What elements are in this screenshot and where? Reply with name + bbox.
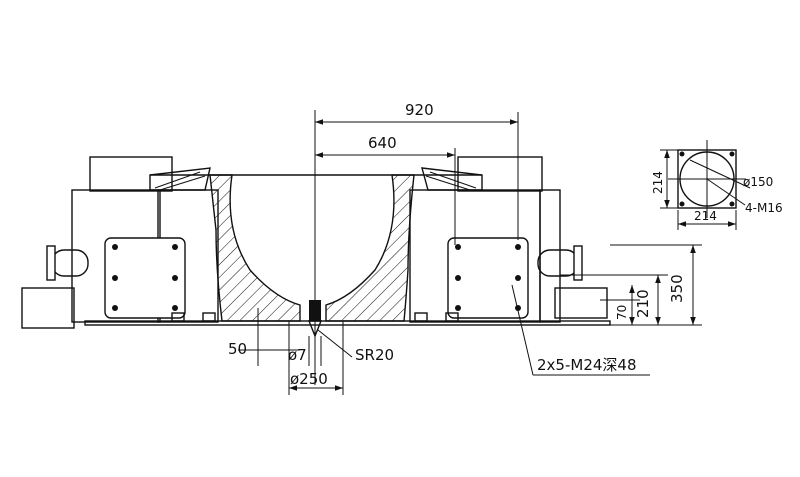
left-bolt-plate: [104, 237, 186, 319]
dim-70-label: 70: [615, 305, 629, 320]
dim-920-label: 920: [405, 101, 434, 119]
dim-70: 70: [600, 285, 640, 325]
dim-350-label: 350: [668, 274, 686, 303]
right-pipe: [537, 249, 579, 277]
right-housing: [539, 189, 561, 323]
bowl-left-wall: [209, 174, 301, 322]
left-pipe: [51, 249, 89, 277]
dim-50: 50: [228, 308, 300, 366]
dim-phi250-label: ø250: [290, 370, 328, 388]
bowl-section: [209, 174, 415, 338]
detail-214-vertical-label: 214: [651, 171, 665, 194]
dim-640: 640: [315, 134, 456, 245]
left-foot-block: [21, 287, 75, 329]
right-top-box: [457, 156, 543, 192]
left-pipe-flange: [46, 245, 56, 281]
bolt-callout: 2x5-M24深48: [511, 284, 650, 376]
dim-50-label: 50: [228, 340, 247, 358]
dim-sr20-label: SR20: [355, 346, 394, 364]
right-pipe-flange: [573, 245, 583, 281]
bolt-callout-label: 2x5-M24深48: [537, 356, 637, 374]
right-top-wedge: [421, 167, 483, 191]
dim-phi7: ø7: [288, 336, 322, 366]
dim-sr20: SR20: [317, 329, 394, 364]
dim-210: 210: [560, 274, 668, 325]
machine-body: [21, 156, 611, 329]
left-top-box: [89, 156, 173, 192]
dim-640-label: 640: [368, 134, 397, 152]
left-top-wedge: [149, 167, 211, 191]
flange-detail: 214 214 ø150 4-M16: [651, 140, 783, 230]
dim-210-label: 210: [634, 289, 652, 318]
dim-920: 920: [315, 101, 519, 240]
base-studs: [171, 312, 459, 322]
bowl-right-wall: [325, 174, 415, 322]
dim-350: 350: [610, 244, 702, 326]
detail-phi150-label: ø150: [743, 175, 773, 189]
detail-214-horizontal-label: 214: [694, 209, 717, 223]
detail-4m16-label: 4-M16: [745, 201, 783, 215]
right-bolt-plate: [447, 237, 529, 319]
dim-phi7-label: ø7: [288, 346, 307, 364]
right-foot-block: [554, 287, 608, 319]
dim-phi250: ø250: [288, 321, 344, 395]
